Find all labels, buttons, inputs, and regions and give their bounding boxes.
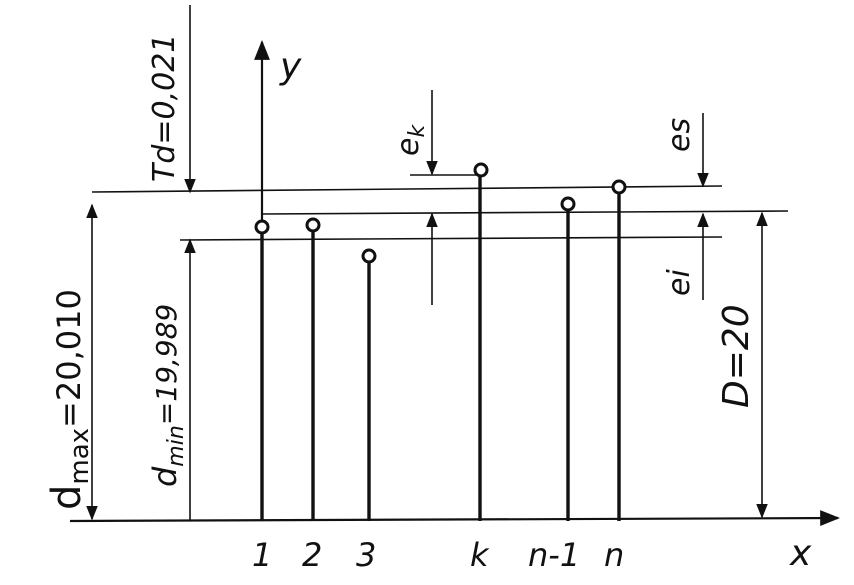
point-2 (305, 217, 321, 233)
tick-n: n (604, 536, 624, 574)
x-axis (69, 510, 840, 526)
svg-text:dmax=20,010: dmax=20,010 (44, 289, 95, 510)
dmax-sub: max (65, 428, 95, 485)
tick-n-1: n-1 (528, 536, 580, 574)
dmin-label: dmin=19,989 (146, 304, 189, 487)
point-3 (361, 248, 377, 264)
ck-label: ek (391, 124, 430, 156)
point-1 (254, 219, 270, 235)
tick-k: k (470, 536, 490, 574)
ei-label: ei (662, 269, 697, 296)
tick-2: 2 (302, 536, 322, 574)
x-axis-label: x (789, 533, 812, 574)
dmin-sub: min (164, 425, 189, 467)
dmin-value: =19,989 (150, 304, 183, 425)
measurement-points (254, 162, 627, 264)
dmax-main: d (44, 485, 90, 510)
ck-sub: k (405, 124, 430, 138)
td-label: Td=0,021 (147, 34, 182, 182)
dmax-label: dmax=20,010 (44, 289, 95, 510)
nominal-line (261, 210, 789, 215)
dmin-line (179, 236, 723, 241)
tick-3: 3 (356, 536, 376, 574)
svg-text:ek: ek (391, 124, 430, 156)
svg-text:dmin=19,989: dmin=19,989 (146, 304, 189, 487)
point-k (473, 162, 489, 178)
dmax-value: =20,010 (50, 289, 88, 428)
ck-main: e (391, 138, 426, 156)
dmin-main: d (146, 466, 184, 487)
tick-1: 1 (252, 536, 272, 574)
d-label: D=20 (716, 304, 757, 408)
dmax-line (91, 185, 723, 193)
y-axis-label: y (279, 46, 302, 87)
point-n-1 (560, 196, 576, 212)
point-n (611, 179, 627, 195)
es-label: es (662, 118, 697, 152)
